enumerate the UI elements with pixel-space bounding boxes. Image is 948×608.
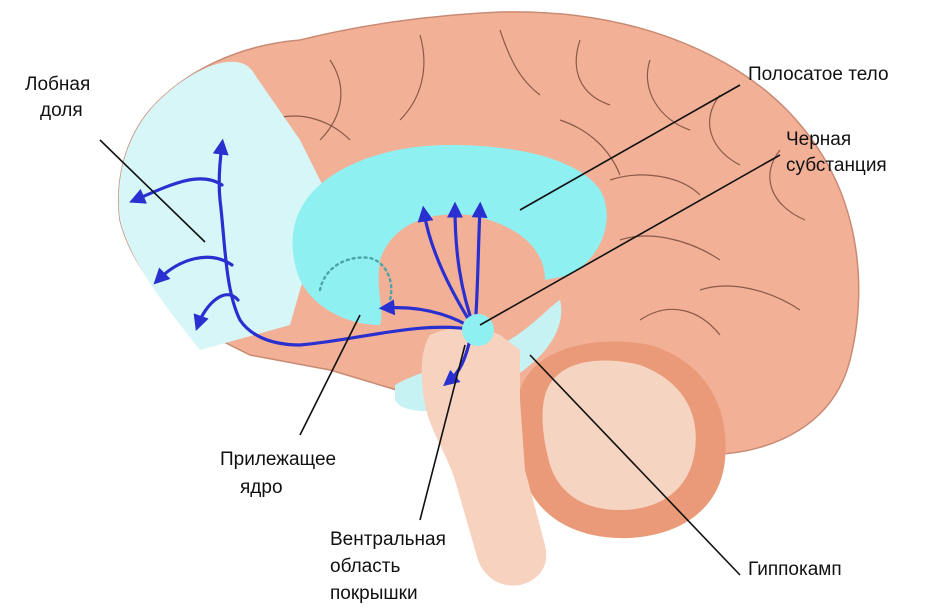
label-vta: Вентральная область покрышки bbox=[330, 529, 451, 604]
label-striatum: Полосатое тело bbox=[748, 64, 889, 85]
cerebellum bbox=[515, 341, 725, 538]
label-hippocampus: Гиппокамп bbox=[748, 559, 842, 580]
label-frontal-lobe: Лобная доля bbox=[25, 74, 96, 121]
vta-region bbox=[462, 314, 494, 346]
label-nucleus-accumbens: Прилежащее ядро bbox=[220, 449, 341, 498]
